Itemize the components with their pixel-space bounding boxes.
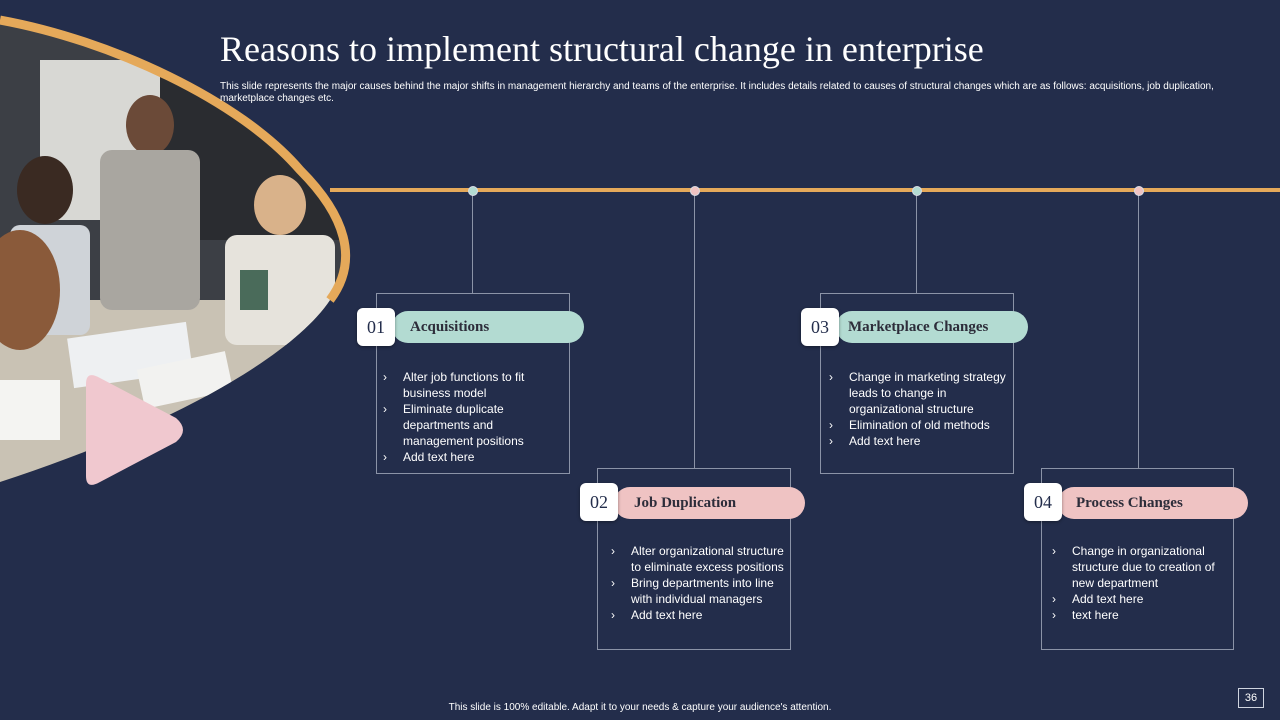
timeline-dot-01 [468,186,478,196]
timeline-dot-02 [690,186,700,196]
card-number-badge: 04 [1024,483,1062,521]
page-subtitle: This slide represents the major causes b… [220,81,1214,104]
bullet-item: ›Alter organizational structure to elimi… [611,544,784,574]
card-process-changes [1041,468,1234,650]
connector-line-04 [1138,190,1139,469]
connector-line-02 [694,190,695,469]
footer-note: This slide is 100% editable. Adapt it to… [448,702,832,713]
bullet-item: ›text here [1052,608,1119,622]
play-triangle-icon [86,375,183,485]
card-number-badge: 02 [580,483,618,521]
bullet-item: ›Add text here [611,608,703,622]
card-number-badge: 03 [801,308,839,346]
bullet-item: ›Change in organizational structure due … [1052,544,1215,590]
card-bullets-acquisitions: ›Alter job functions to fit business mod… [383,369,565,465]
bullet-item: ›Elimination of old methods [829,418,990,432]
bullet-item: ›Add text here [829,434,921,448]
card-title-marketplace-changes: Marketplace Changes [836,311,1028,343]
bullet-item: ›Eliminate duplicate departments and man… [383,402,524,448]
card-marketplace-changes [820,293,1014,474]
card-acquisitions [376,293,570,474]
card-title-acquisitions: Acquisitions [392,311,584,343]
connector-line-03 [916,190,917,294]
bullet-item: ›Add text here [383,450,475,464]
gold-arc [0,15,350,303]
card-job-duplication [597,468,791,650]
page-number: 36 [1238,688,1264,708]
card-bullets-job-duplication: ›Alter organizational structure to elimi… [611,543,791,623]
bullet-item: ›Add text here [1052,592,1144,606]
page-title: Reasons to implement structural change i… [220,29,984,69]
card-bullets-marketplace-changes: ›Change in marketing strategy leads to c… [829,369,1009,449]
connector-line-01 [472,190,473,294]
bullet-item: ›Change in marketing strategy leads to c… [829,370,1006,416]
timeline-dot-03 [912,186,922,196]
timeline-dot-04 [1134,186,1144,196]
bullet-item: ›Alter job functions to fit business mod… [383,370,525,400]
bullet-item: ›Bring departments into line with indivi… [611,576,774,606]
card-title-process-changes: Process Changes [1058,487,1248,519]
card-number-badge: 01 [357,308,395,346]
card-title-job-duplication: Job Duplication [614,487,805,519]
card-bullets-process-changes: ›Change in organizational structure due … [1052,543,1230,623]
team-meeting-photo [0,20,346,482]
